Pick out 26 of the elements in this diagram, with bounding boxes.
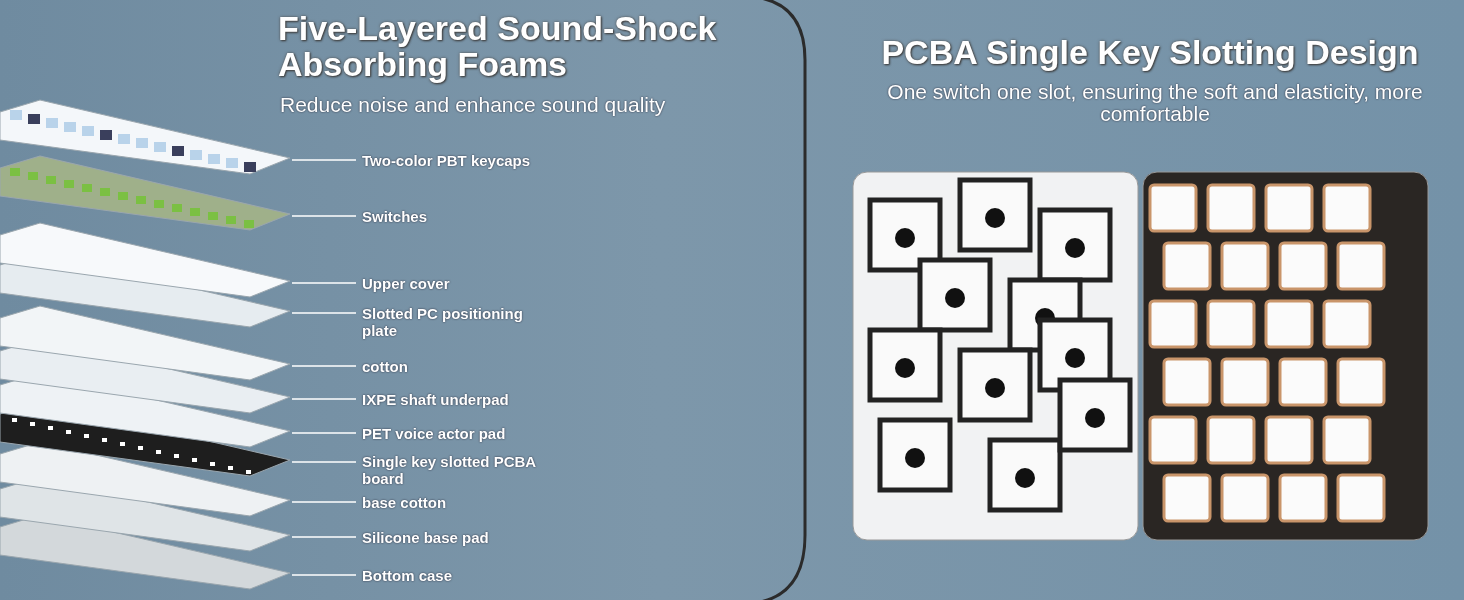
leader-line	[291, 501, 357, 503]
leader-line	[291, 365, 357, 367]
subheading: Reduce noise and enhance sound quality	[280, 94, 667, 116]
leader-line	[291, 398, 357, 400]
part-label: Bottom case	[362, 567, 542, 584]
leader-line	[291, 432, 357, 434]
leader-line	[291, 159, 357, 161]
heading: Five-Layered Sound-Shock Absorbing Foams	[278, 10, 718, 82]
leader-line	[291, 461, 357, 463]
part-label: Slotted PC positioning plate	[362, 305, 542, 339]
leader-line	[291, 536, 357, 538]
heading: PCBA Single Key Slotting Design	[880, 34, 1420, 70]
part-label: Silicone base pad	[362, 529, 542, 546]
subheading: One switch one slot, ensuring the soft and elasticity, more comfortable	[886, 81, 1424, 125]
part-label: base cotton	[362, 494, 542, 511]
part-label: Upper cover	[362, 275, 542, 292]
leader-line	[291, 282, 357, 284]
leader-line	[291, 215, 357, 217]
leader-line	[291, 312, 357, 314]
part-label: IXPE shaft underpad	[362, 391, 542, 408]
leader-line	[291, 574, 357, 576]
part-label: cotton	[362, 358, 542, 375]
part-label: PET voice actor pad	[362, 425, 542, 442]
part-label: Two-color PBT keycaps	[362, 152, 542, 169]
part-label: Switches	[362, 208, 542, 225]
part-label: Single key slotted PCBA board	[362, 453, 542, 487]
